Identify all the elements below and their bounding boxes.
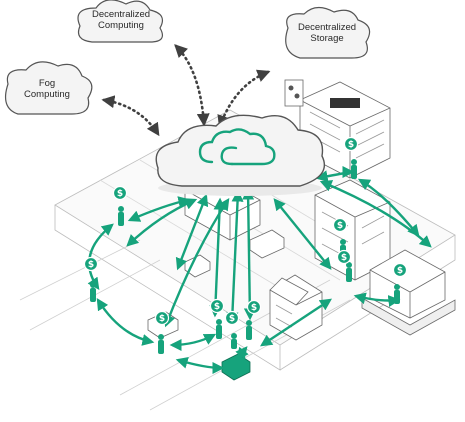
bidirectional-arrow-icon [235,346,249,360]
central-cloud [155,114,326,196]
bidirectional-arrow-icon [357,178,420,237]
bidirectional-arrow-icon [163,197,230,328]
fog-computing-label: Fog Computing [24,78,70,100]
fog-computing-cloud [5,61,93,115]
svg-text:$: $ [348,140,354,150]
svg-text:$: $ [397,266,403,276]
svg-text:$: $ [214,302,220,312]
bidirectional-arrow-icon [217,69,271,129]
person-icon [246,320,252,340]
person-icon [231,333,237,349]
coins: $ $ $ $ $ $ $ $ $ $ [83,136,408,326]
bidirectional-arrow-icon [226,189,244,325]
svg-text:$: $ [337,221,343,231]
dollar-coin-icon: $ [392,262,408,278]
decentralized-storage-label: Decentralized Storage [297,22,357,44]
bidirectional-arrow-icon [273,198,332,270]
person-icon [346,262,352,282]
dollar-coin-icon: $ [224,310,240,326]
bidirectional-arrow-icon [87,223,114,290]
bidirectional-arrow-icon [169,333,217,351]
bidirectional-arrow-icon [174,44,210,127]
data-flow-arrows [87,166,432,374]
bidirectional-arrow-icon [96,297,155,346]
bidirectional-arrow-icon [242,187,256,321]
person-icon [158,334,164,354]
dollar-coin-icon: $ [154,310,170,326]
person-icon [351,159,357,179]
cloud-icon [198,128,276,166]
svg-text:$: $ [341,253,347,263]
dollar-coin-icon: $ [332,217,348,233]
decentralized-storage-cloud [285,6,371,59]
decentralized-computing-label: Decentralized Computing [91,9,151,31]
decentralized-computing-cloud [77,0,163,43]
bidirectional-arrow-icon [353,292,401,308]
dollar-coin-icon: $ [343,136,359,152]
bidirectional-arrow-icon [101,95,160,137]
svg-text:$: $ [251,303,257,313]
cloud-link-arrows [101,44,271,137]
svg-text:$: $ [88,260,94,270]
svg-text:$: $ [159,314,165,324]
svg-text:$: $ [117,189,123,199]
person-icon [216,319,222,339]
dollar-coin-icon: $ [209,298,225,314]
bidirectional-arrow-icon [259,298,332,347]
person-icon [118,206,124,226]
bidirectional-arrow-icon [175,356,225,374]
dollar-coin-icon: $ [83,256,99,272]
dollar-coin-icon: $ [246,299,262,315]
dollar-coin-icon: $ [112,185,128,201]
bidirectional-arrow-icon [315,166,355,183]
dollar-coin-icon: $ [336,249,352,265]
svg-text:$: $ [229,314,235,324]
